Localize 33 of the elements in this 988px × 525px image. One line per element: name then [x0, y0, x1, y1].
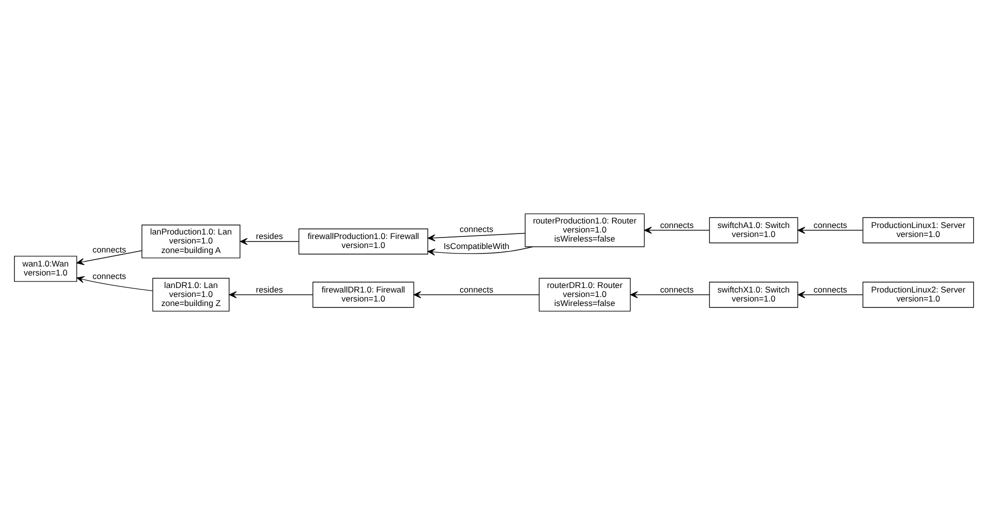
- edge-label: resides: [256, 284, 283, 294]
- node-box: ProductionLinux2: Server version=1.0: [862, 282, 974, 308]
- node-box: swiftchX1.0: Switch version=1.0: [709, 282, 798, 308]
- edge-label: connects: [92, 271, 126, 282]
- arrow: [798, 226, 864, 234]
- edge-label: connects: [460, 224, 494, 234]
- node-box: wan1.0:Wan version=1.0: [14, 256, 78, 282]
- node-box: ProductionLinux1: Server version=1.0: [862, 217, 974, 244]
- node-box: firewallProduction1.0: Firewall version=1.0: [298, 228, 428, 254]
- edge-label: resides: [256, 231, 283, 242]
- node-box: routerDR1.0: Router version=1.0 isWireless=false: [538, 278, 631, 312]
- node-box: swiftchA1.0: Switch version=1.0: [709, 217, 798, 244]
- node-box: routerProduction1.0: Router version=1.0 isWireless=false: [524, 213, 645, 248]
- arrow: [630, 291, 710, 298]
- node-box: lanDR1.0: Lan version=1.0 zone=building Z: [152, 278, 230, 312]
- arrow: [76, 250, 142, 266]
- arrow: [76, 276, 153, 292]
- edge-label: connects: [660, 284, 694, 294]
- arrow: [428, 232, 526, 242]
- arrow: [798, 291, 864, 298]
- edge-label: connects: [460, 284, 494, 294]
- arrow: [240, 238, 300, 245]
- edge-label: connects: [814, 284, 848, 294]
- node-box: lanProduction1.0: Lan version=1.0 zone=building A: [142, 224, 240, 258]
- edge-label: connects: [92, 244, 126, 254]
- arrow: [229, 291, 314, 298]
- node-box: firewallDR1.0: Firewall version=1.0: [312, 282, 414, 308]
- arrow: [428, 246, 534, 256]
- arrow: [644, 226, 710, 234]
- edge-label: IsCompatibleWith: [444, 240, 510, 251]
- arrow: [413, 291, 540, 298]
- edge-label: connects: [660, 220, 694, 230]
- edge-label: connects: [814, 220, 848, 230]
